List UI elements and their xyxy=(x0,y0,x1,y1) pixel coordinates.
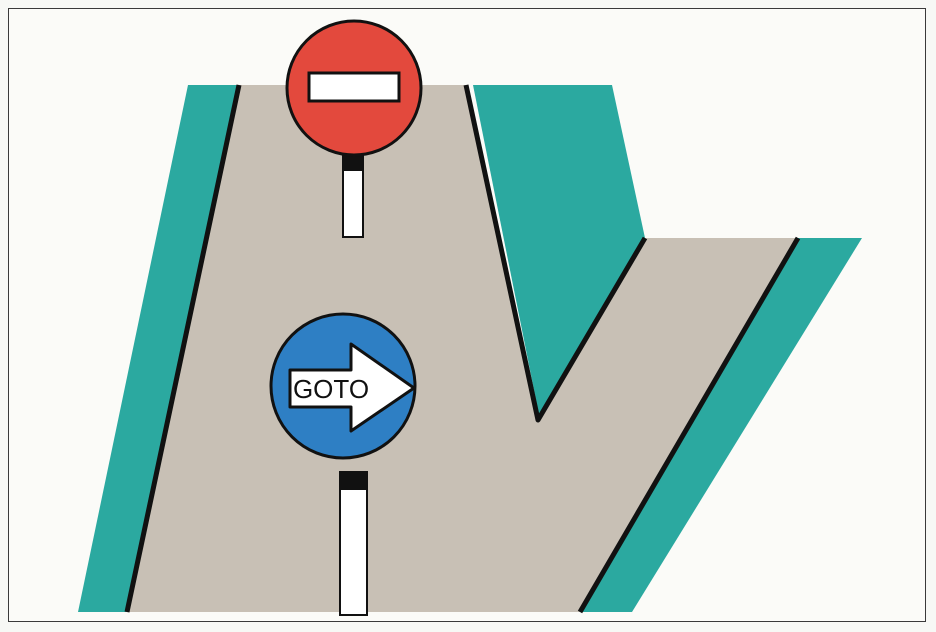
goto-label: GOTO xyxy=(293,374,369,404)
goto-post xyxy=(340,472,367,615)
road-surface xyxy=(127,85,798,612)
